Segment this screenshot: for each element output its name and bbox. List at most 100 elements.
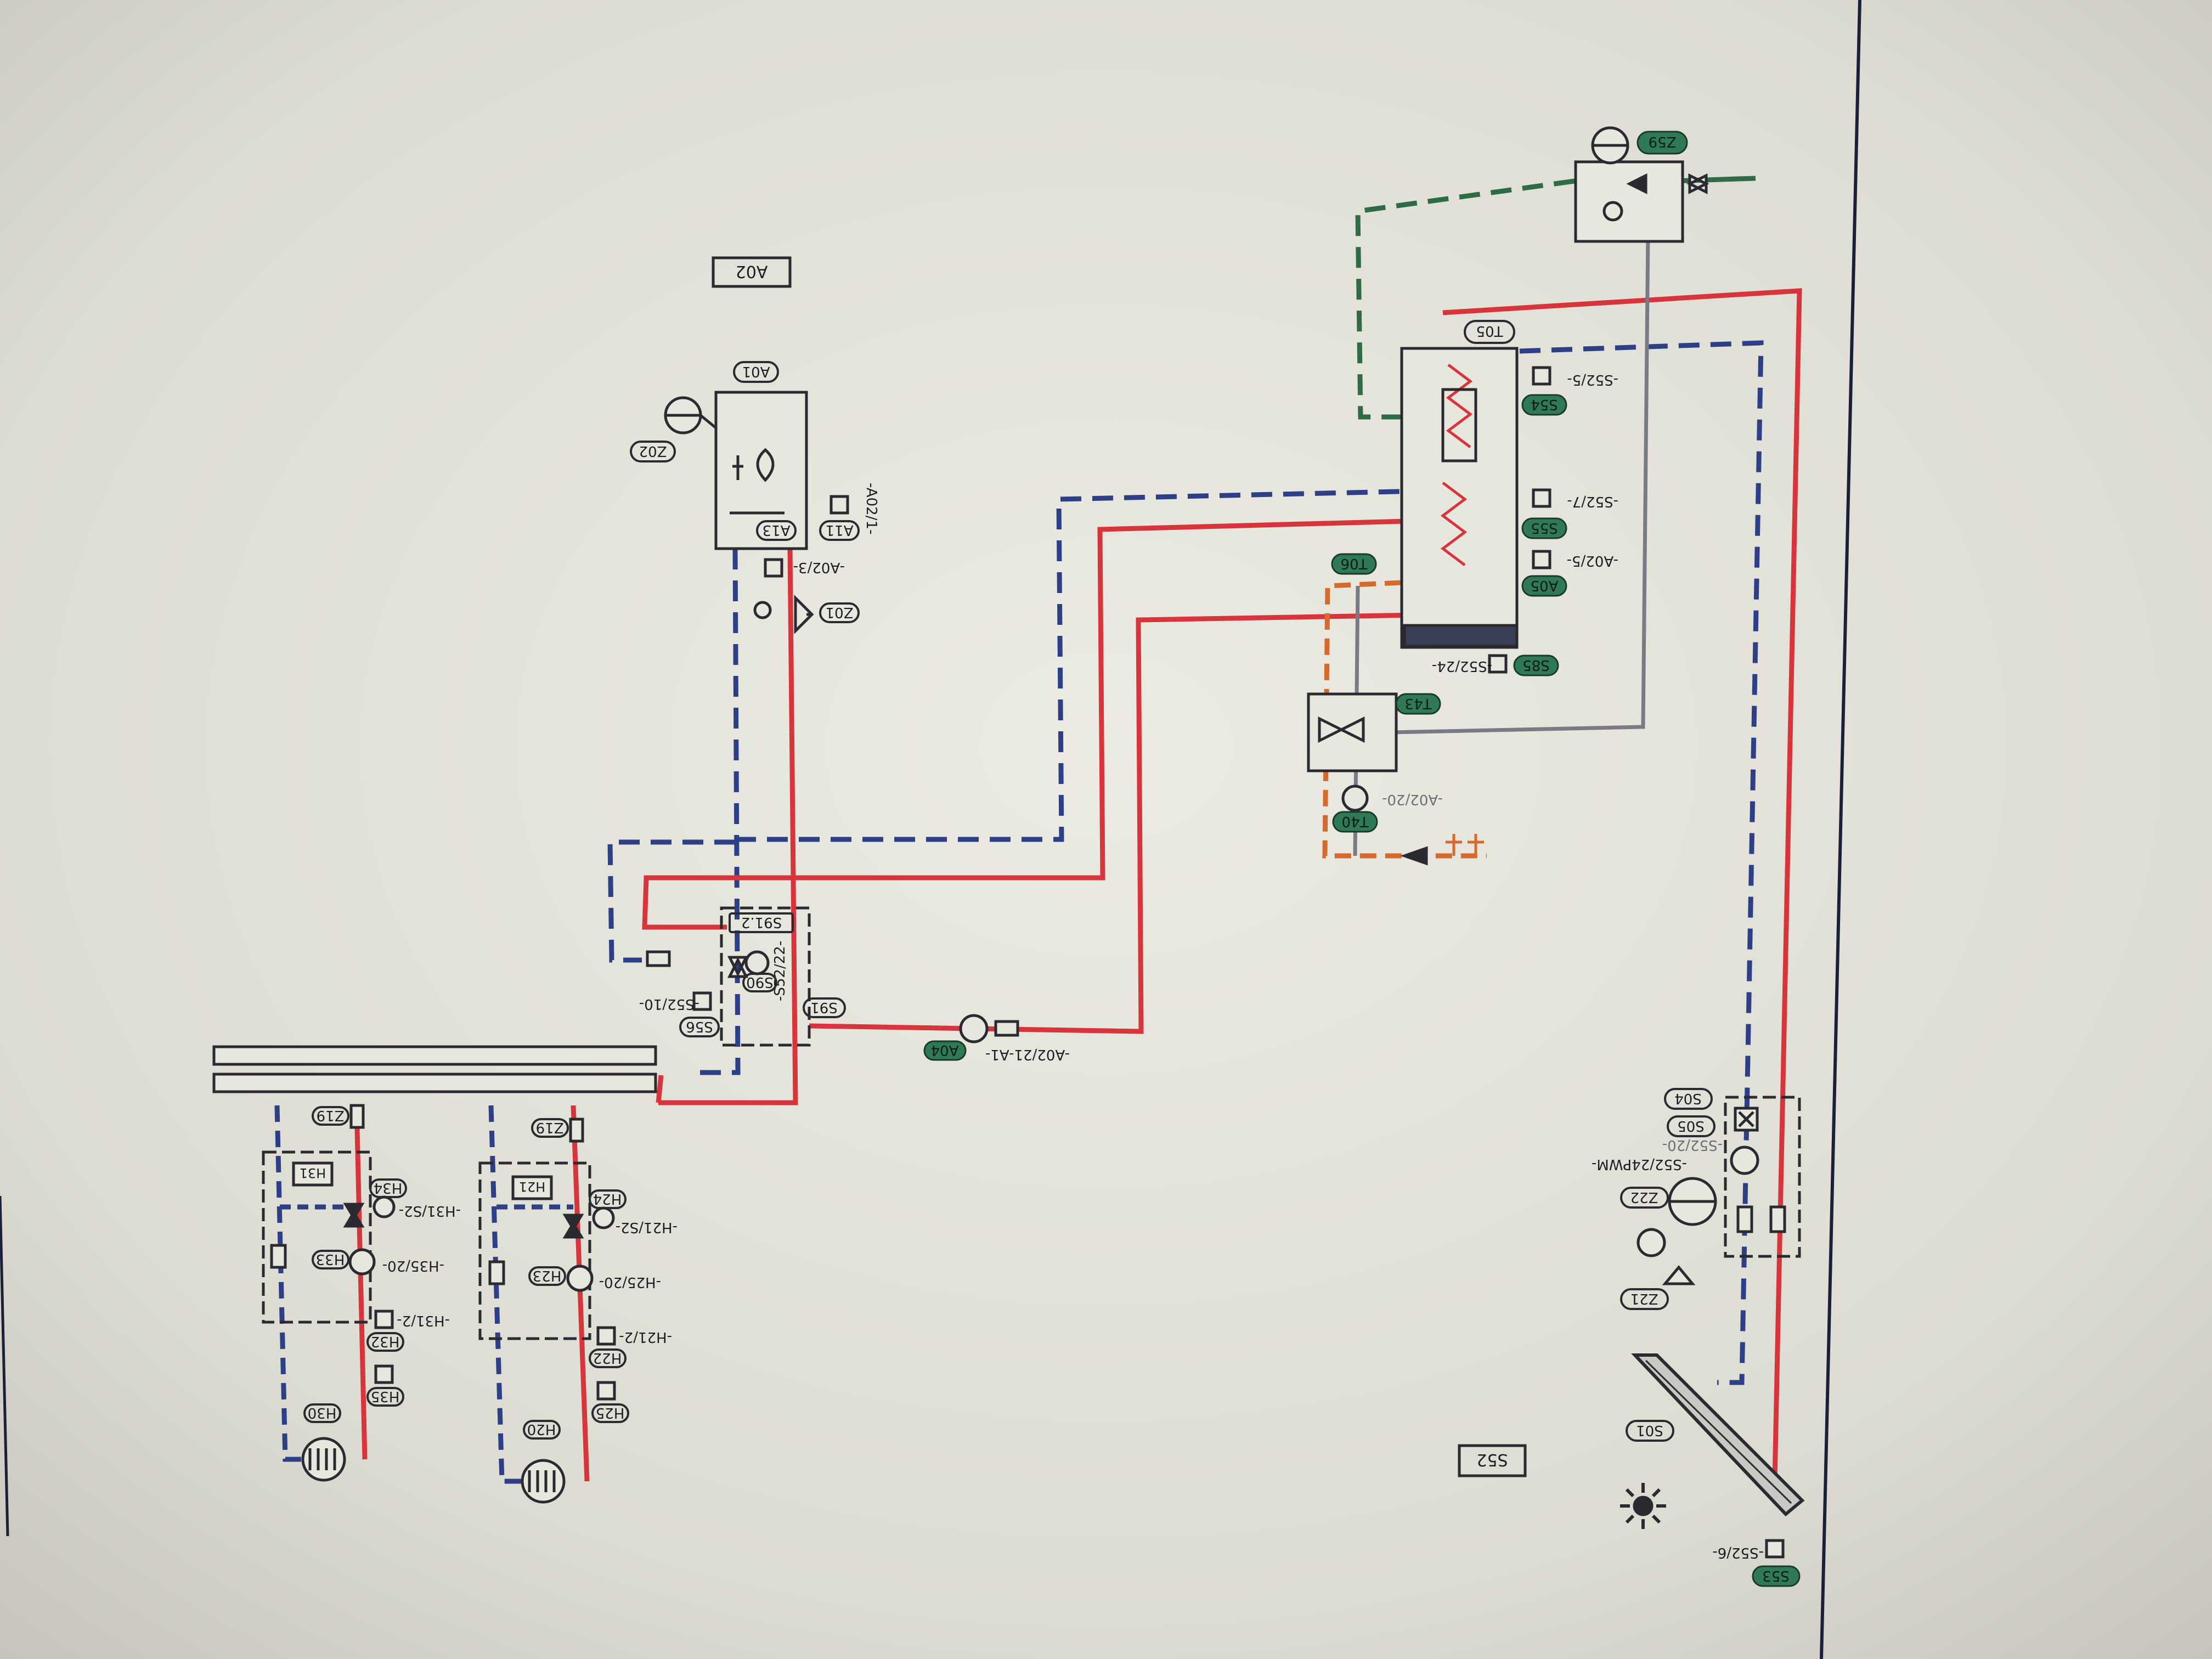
- floor-heating-h30-coil: [308, 1448, 336, 1470]
- badge-a01: A01: [733, 361, 779, 383]
- solar-station-group: [1724, 1096, 1801, 1258]
- mixer-valve-icon: [1318, 716, 1365, 743]
- dhw-taps-icon: [1446, 834, 1484, 856]
- svg-text:H34: H34: [374, 1180, 403, 1196]
- check-valve-bypass-icon: [646, 950, 671, 967]
- shutoff-valve-icon: [1686, 173, 1709, 195]
- badge-h23: H23: [528, 1266, 566, 1286]
- label-a02-1: -A02/1-: [863, 483, 879, 534]
- pipe-manifold-feed: [656, 1075, 664, 1103]
- pipe-bypass-return: [607, 839, 735, 963]
- badge-z02: Z02: [630, 441, 676, 462]
- badge-s05: S05: [1667, 1115, 1716, 1137]
- flow-meter-x-mark: [1738, 1111, 1754, 1127]
- valve-z19-left-icon: [349, 1104, 365, 1129]
- mixer-group-s91: [720, 906, 811, 1047]
- check-valve-h20-icon: [488, 1260, 505, 1285]
- label-s52-10: -S52/10-: [639, 996, 699, 1012]
- pump-h23-icon: [566, 1265, 594, 1292]
- badge-h22: H22: [589, 1348, 627, 1368]
- solar-safety-valve-z21-icon: [1662, 1265, 1696, 1285]
- mixer-h24-icon: [562, 1214, 584, 1239]
- badge-z21: Z21: [1620, 1288, 1669, 1310]
- label-s52-7: -S52/7-: [1567, 493, 1618, 510]
- motor-h34-icon: [373, 1195, 396, 1218]
- badge-a13: A13: [756, 520, 797, 541]
- badge-s54: S54: [1521, 394, 1567, 416]
- svg-text:Z02: Z02: [639, 443, 667, 459]
- label-h31-2: -H31/2-: [397, 1312, 450, 1329]
- label-a02: A02: [736, 262, 768, 281]
- flame-icon: [756, 448, 775, 482]
- svg-text:Z19: Z19: [317, 1107, 345, 1124]
- badge-s56: S56: [679, 1017, 720, 1037]
- svg-text:S90: S90: [746, 974, 774, 990]
- svg-text:S91.2: S91.2: [741, 914, 782, 930]
- sensor-s53-icon: [1765, 1539, 1785, 1559]
- svg-text:A05: A05: [1531, 577, 1559, 594]
- svg-text:H30: H30: [308, 1404, 337, 1421]
- label-h35-20: -H35/20-: [382, 1257, 444, 1274]
- drop-icon: [732, 455, 743, 480]
- svg-text:S05: S05: [1677, 1118, 1705, 1134]
- dhw-outlet-arrow: [1400, 846, 1428, 866]
- badge-h33: H33: [312, 1250, 349, 1269]
- pump-t40-icon: [1341, 785, 1369, 812]
- svg-text:H25: H25: [596, 1404, 625, 1421]
- svg-text:S04: S04: [1674, 1090, 1702, 1107]
- badge-s91-2: S91.2: [729, 912, 794, 933]
- label-h25-20: -H25/20-: [599, 1274, 661, 1290]
- page-border-right: [1820, 0, 1861, 1659]
- motor-h24-icon: [592, 1206, 615, 1229]
- badge-a11: A11: [819, 520, 860, 541]
- label-h21-2: -H21/2-: [619, 1329, 672, 1345]
- badge-a04: A04: [923, 1040, 967, 1061]
- sensor-h22-icon: [596, 1326, 616, 1346]
- label-s52-22: -S52/22-: [772, 941, 788, 1001]
- badge-s85: S85: [1513, 654, 1559, 676]
- label-s52-20: -S52/20-: [1662, 1137, 1723, 1153]
- sensor-h25-icon: [596, 1381, 616, 1401]
- svg-text:H22: H22: [593, 1350, 622, 1366]
- pressure-gauge-icon: [753, 601, 772, 619]
- pressure-p-icon: [1637, 1228, 1666, 1257]
- label-s52: S52: [1476, 1450, 1508, 1469]
- svg-text:H35: H35: [371, 1388, 400, 1404]
- badge-a05: A05: [1521, 575, 1567, 597]
- sensor-h32-icon: [374, 1310, 394, 1329]
- svg-text:A13: A13: [763, 522, 791, 538]
- badge-h30: H30: [303, 1403, 341, 1423]
- sensor-s56-icon: [692, 991, 712, 1011]
- svg-text:H20: H20: [527, 1421, 556, 1437]
- svg-text:T06: T06: [1341, 555, 1368, 572]
- pipes: [274, 176, 1802, 1484]
- storage-tank-t05: [1400, 347, 1519, 649]
- label-s52-24pwm: -S52/24PWM-: [1592, 1156, 1687, 1172]
- tank-heat-exchanger-lower: [1440, 482, 1468, 566]
- badge-h34: H34: [369, 1178, 407, 1198]
- pipe-boiler-supply: [658, 548, 798, 1105]
- svg-text:Z22: Z22: [1630, 1189, 1658, 1205]
- tank-heat-exchanger-box: [1441, 388, 1477, 462]
- badge-t06: T06: [1331, 553, 1377, 575]
- floor-heating-h20-coil: [528, 1470, 556, 1492]
- components: [212, 126, 1805, 1559]
- svg-text:S54: S54: [1531, 396, 1558, 413]
- sensor-s54-icon: [1532, 366, 1551, 386]
- pipe-h30-supply: [354, 1105, 368, 1460]
- valve-z19-right-icon: [569, 1118, 584, 1143]
- svg-text:A04: A04: [931, 1042, 959, 1058]
- pipe-h30-return: [274, 1105, 307, 1462]
- badge-s90: S90: [742, 973, 777, 992]
- mixer-h34-icon: [343, 1203, 365, 1228]
- solar-pump-icon: [1730, 1146, 1759, 1175]
- sensor-s85-icon: [1488, 654, 1508, 674]
- check-valve-icon: [1626, 173, 1647, 195]
- signal-labels: -A02/1- -A02/3- -S52/5- -S52/7- -A02/5- …: [382, 371, 1764, 1561]
- pipe-cold-water: [1355, 178, 1575, 420]
- badge-h20: H20: [523, 1420, 561, 1440]
- badge-s91: S91: [803, 997, 846, 1018]
- badge-z59: Z59: [1637, 131, 1688, 155]
- sensor-s55-icon: [1532, 488, 1551, 508]
